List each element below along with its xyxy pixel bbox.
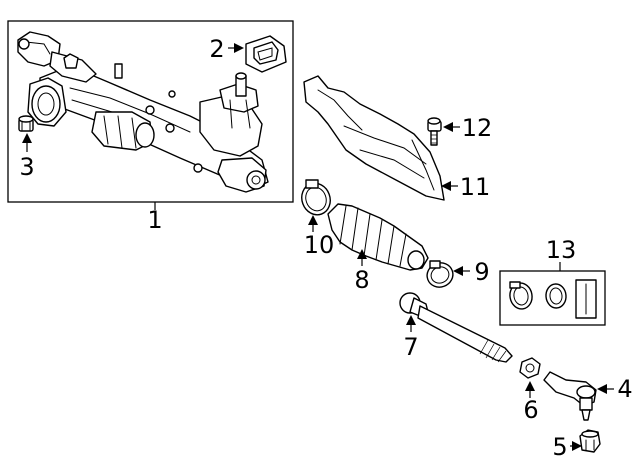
boot-kit-box: [499, 270, 606, 326]
outer-tie-rod-end[interactable]: [543, 371, 597, 421]
callout-10: 10: [304, 231, 335, 259]
steering-gear-box: [7, 20, 294, 203]
callout-12: 12: [462, 114, 493, 142]
boot-clamp-inner[interactable]: [297, 179, 334, 219]
callout-8: 8: [354, 266, 369, 294]
callout-4: 4: [617, 375, 632, 403]
tie-rod-end-nut[interactable]: [579, 429, 601, 453]
boot-clamp-outer[interactable]: [424, 259, 457, 290]
callout-6: 6: [523, 396, 538, 424]
callout-5: 5: [552, 433, 567, 461]
heat-shield-bolt[interactable]: [427, 117, 442, 146]
jam-nut[interactable]: [519, 357, 541, 379]
leader-lines: [22, 43, 614, 451]
callout-3: 3: [19, 153, 34, 181]
heat-shield[interactable]: [303, 75, 445, 201]
callout-1: 1: [147, 206, 162, 234]
steering-gear-assembly[interactable]: [17, 31, 269, 193]
callout-9: 9: [474, 258, 489, 286]
callout-11: 11: [460, 173, 491, 201]
boot-kit[interactable]: [508, 279, 597, 319]
dust-boot[interactable]: [327, 203, 429, 271]
mounting-bolt[interactable]: [18, 115, 34, 132]
callout-13: 13: [546, 236, 577, 264]
callout-7: 7: [403, 333, 418, 361]
mounting-bushing[interactable]: [245, 35, 287, 73]
callout-2: 2: [209, 35, 224, 63]
inner-tie-rod[interactable]: [399, 292, 513, 363]
